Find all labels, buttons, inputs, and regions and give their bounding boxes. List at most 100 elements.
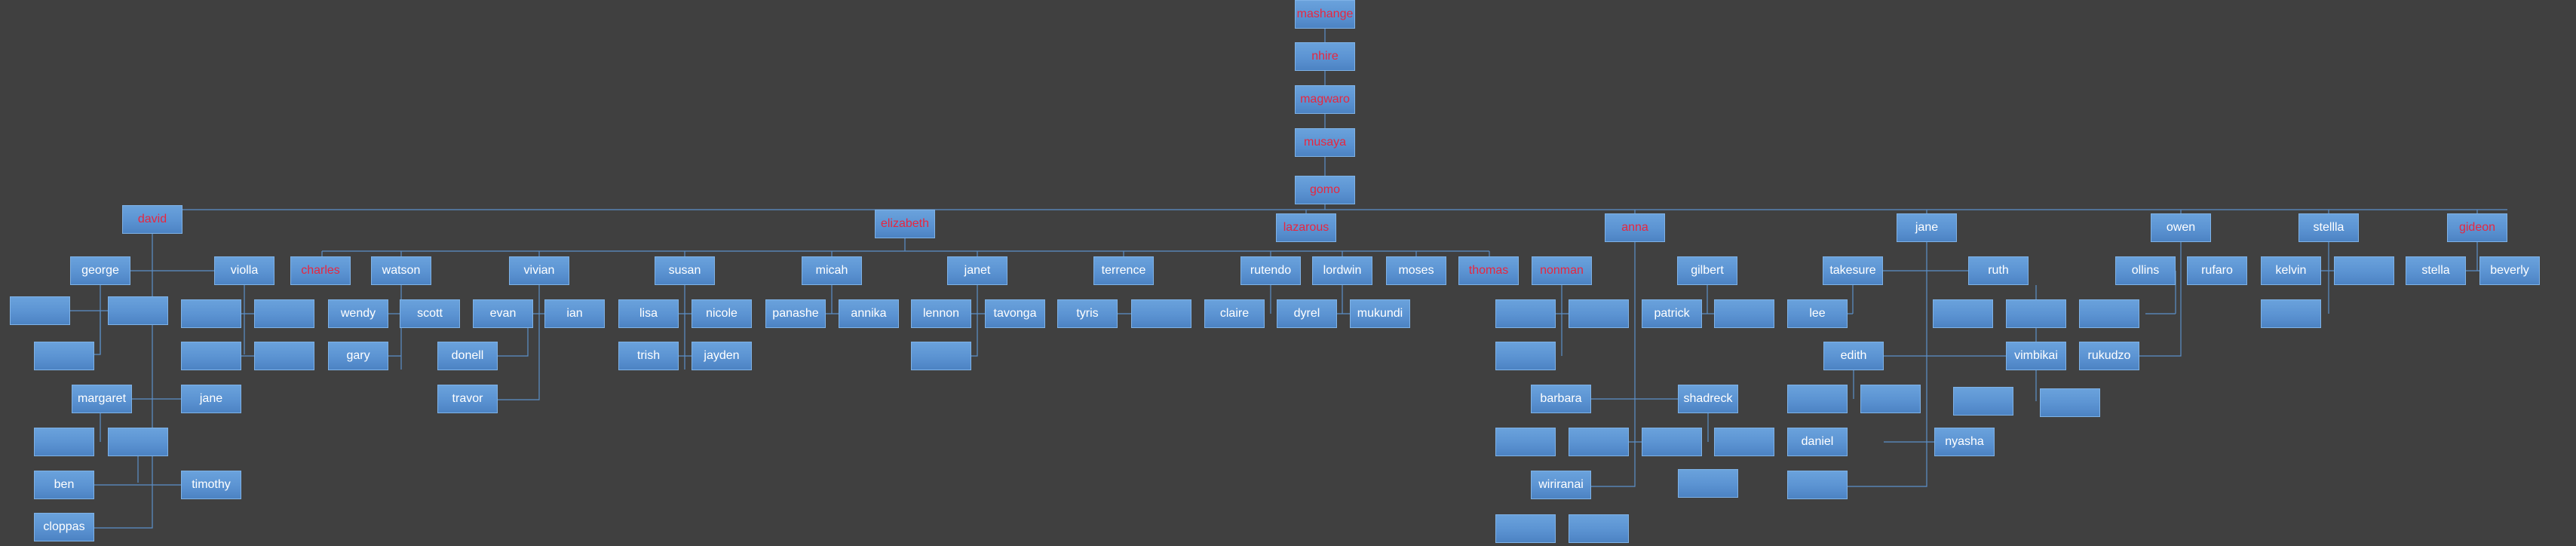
person-node-blank [911,342,971,370]
person-node-blank [181,299,241,328]
person-node-janet: janet [947,256,1007,285]
person-node-annika: annika [839,299,899,328]
connector-line [1848,242,1927,487]
person-node-lazarous: lazarous [1276,213,1336,242]
person-node-blank [254,299,314,328]
person-node-scott: scott [400,299,460,328]
person-node-blank [108,296,168,325]
person-node-blank [1953,387,2013,416]
person-node-blank [1569,514,1629,543]
person-node-blank [1678,469,1738,498]
person-node-anna: anna [1605,213,1665,242]
person-node-gary: gary [328,342,388,370]
person-node-tavonga: tavonga [985,299,1045,328]
person-node-blank [1495,514,1556,543]
person-node-nonman: nonman [1532,256,1592,285]
person-node-blank [2006,299,2066,328]
person-node-blank [2079,299,2139,328]
person-node-blank [254,342,314,370]
person-node-trish: trish [618,342,679,370]
person-node-owen: owen [2151,213,2211,242]
connector-line [1591,242,1636,487]
connector-line [94,234,153,529]
person-node-timothy: timothy [181,471,241,499]
person-node-rukudzo: rukudzo [2079,342,2139,370]
person-node-gomo: gomo [1295,176,1355,204]
person-node-blank [1787,471,1848,499]
person-node-cloppas: cloppas [34,513,94,541]
person-node-jane: jane [1897,213,1957,242]
connector-line [498,285,540,400]
person-node-lisa: lisa [618,299,679,328]
person-node-stellla: stellla [2298,213,2359,242]
person-node-donell: donell [437,342,498,370]
person-node-mashange: mashange [1295,0,1355,29]
person-node-kelvin: kelvin [2261,256,2321,285]
person-node-ian: ian [544,299,605,328]
person-node-vimbikai: vimbikai [2006,342,2066,370]
person-node-george: george [70,256,130,285]
person-node-charles: charles [290,256,351,285]
person-node-lee: lee [1787,299,1848,328]
person-node-barbara: barbara [1531,385,1591,413]
person-node-blank [2334,256,2394,285]
connector-line [94,285,101,355]
person-node-david: david [122,205,182,234]
person-node-wiriranai: wiriranai [1531,471,1591,499]
person-node-shadreck: shadreck [1678,385,1738,413]
person-node-travor: travor [437,385,498,413]
person-node-blank [1714,299,1774,328]
person-node-ben: ben [34,471,94,499]
person-node-blank [34,342,94,370]
person-node-blank [108,428,168,456]
person-node-watson: watson [371,256,431,285]
person-node-stella: stella [2406,256,2466,285]
person-node-moses: moses [1386,256,1446,285]
person-node-susan: susan [655,256,715,285]
person-node-blank [1787,385,1848,413]
person-node-daniel: daniel [1787,428,1848,456]
person-node-gideon: gideon [2447,213,2507,242]
person-node-blank [1860,385,1921,413]
person-node-jayden: jayden [692,342,752,370]
person-node-blank [1933,299,1993,328]
person-node-gilbert: gilbert [1677,256,1737,285]
person-node-margaret: margaret [72,385,132,413]
person-node-beverly: beverly [2479,256,2540,285]
person-node-blank [2040,388,2100,417]
person-node-dyrel: dyrel [1277,299,1337,328]
person-node-rutendo: rutendo [1240,256,1301,285]
person-node-patrick: patrick [1642,299,1702,328]
person-node-thomas: thomas [1458,256,1519,285]
person-node-wendy: wendy [328,299,388,328]
person-node-vivian: vivian [509,256,569,285]
person-node-evan: evan [473,299,533,328]
person-node-nyasha: nyasha [1934,428,1995,456]
person-node-blank [1569,299,1629,328]
connector-line [971,285,978,357]
person-node-tyris: tyris [1057,299,1118,328]
person-node-micah: micah [802,256,862,285]
person-node-blank [10,296,70,325]
person-node-blank [34,428,94,456]
person-node-nhire: nhire [1295,42,1355,71]
person-node-jane: jane [181,385,241,413]
person-node-claire: claire [1204,299,1265,328]
person-node-violla: violla [214,256,274,285]
person-node-mukundi: mukundi [1350,299,1410,328]
person-node-takesure: takesure [1823,256,1883,285]
person-node-ollins: ollins [2115,256,2176,285]
person-node-blank [1131,299,1191,328]
connector-line [2139,242,2182,357]
person-node-lennon: lennon [911,299,971,328]
person-node-blank [1495,342,1556,370]
person-node-blank [1495,299,1556,328]
person-node-ruth: ruth [1968,256,2029,285]
person-node-blank [181,342,241,370]
person-node-blank [1714,428,1774,456]
person-node-blank [1495,428,1556,456]
person-node-rufaro: rufaro [2187,256,2247,285]
person-node-nicole: nicole [692,299,752,328]
person-node-lordwin: lordwin [1312,256,1372,285]
